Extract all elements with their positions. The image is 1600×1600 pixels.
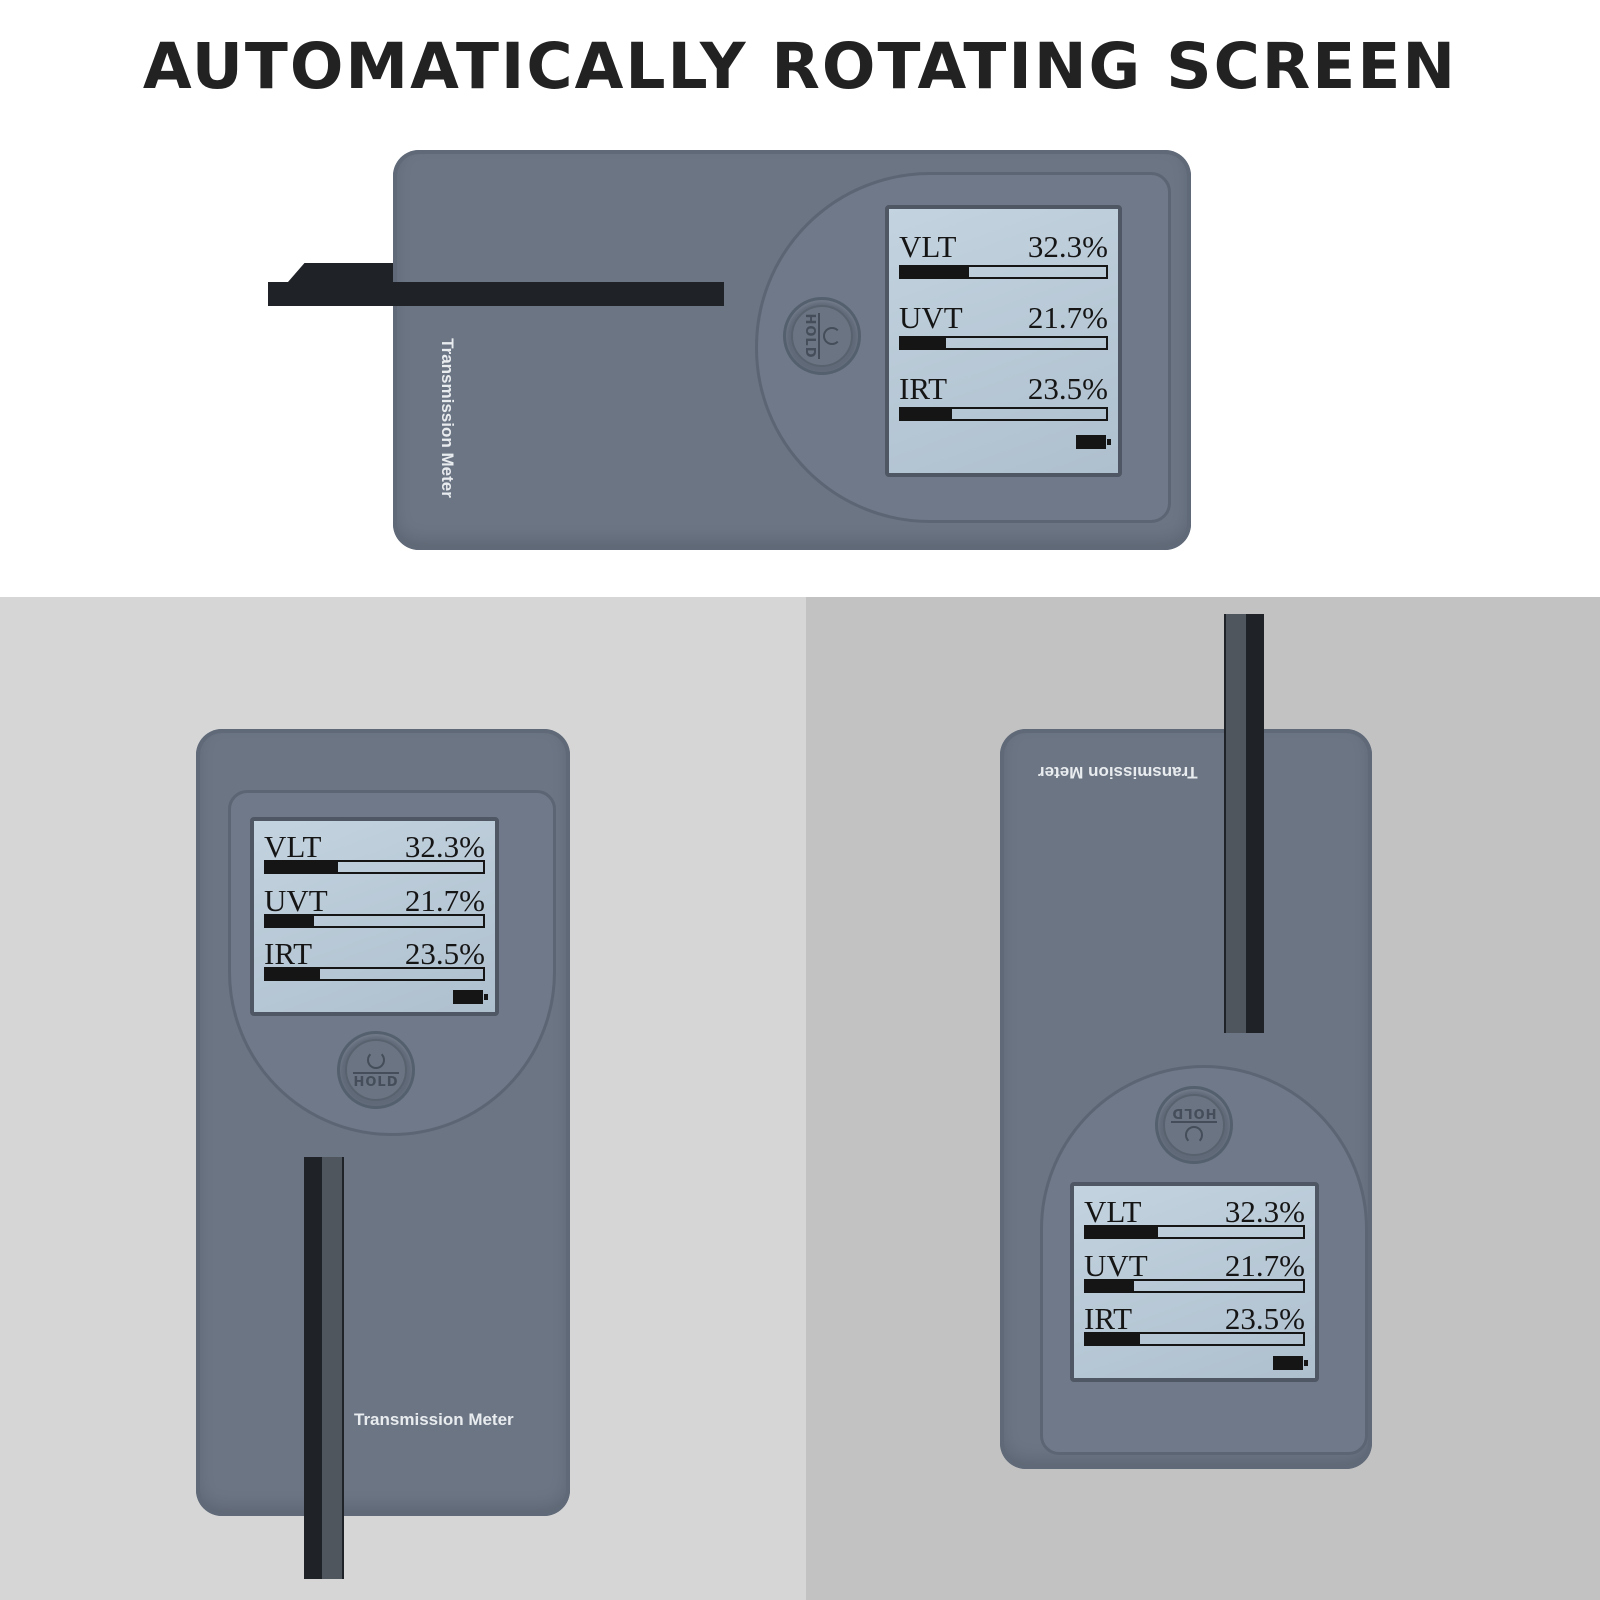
reading-label: VLT (899, 229, 957, 264)
reading-bar (264, 860, 485, 874)
reading-value: 23.5% (404, 936, 485, 971)
hold-power-button[interactable]: HOLD (1155, 1086, 1233, 1164)
power-icon (1185, 1126, 1203, 1145)
reading-bar-fill (266, 916, 314, 926)
reading-bar (264, 914, 485, 928)
reading-row-vlt: VLT 32.3% (264, 831, 485, 875)
battery-icon (453, 990, 488, 1004)
reading-bar-fill (266, 862, 338, 872)
reading-bar (1084, 1225, 1305, 1239)
page-headline: AUTOMATICALLY ROTATING SCREEN (142, 30, 1458, 103)
hold-power-button[interactable]: HOLD (337, 1031, 415, 1109)
reading-bar-fill (1086, 1334, 1141, 1344)
lcd-screen: VLT 32.3% UVT 21.7% IRT 23.5% (885, 205, 1122, 477)
reading-bar (899, 336, 1108, 350)
reading-row-vlt: VLT 32.3% (1084, 1196, 1305, 1240)
reading-value: 23.5% (1224, 1301, 1305, 1336)
power-icon (367, 1050, 385, 1069)
reading-label: IRT (264, 936, 313, 971)
reading-row-irt: IRT 23.5% (899, 373, 1108, 425)
reading-row-uvt: UVT 21.7% (264, 885, 485, 929)
reading-value: 21.7% (1224, 1248, 1305, 1283)
reading-bar-fill (1086, 1227, 1158, 1237)
brand-label: Transmission Meter (438, 338, 457, 498)
brand-label: Transmission Meter (354, 1410, 514, 1429)
reading-bar-fill (901, 338, 947, 348)
reading-label: VLT (264, 829, 322, 864)
reading-value: 21.7% (1027, 300, 1108, 335)
hold-label: HOLD (802, 313, 821, 359)
glass-sample-plate-edge (322, 1157, 342, 1579)
hold-label: HOLD (353, 1071, 399, 1090)
brand-label: Transmission Meter (1038, 763, 1198, 782)
glass-sample-plate-front (268, 282, 724, 306)
reading-label: IRT (1084, 1301, 1133, 1336)
reading-value: 23.5% (1027, 371, 1108, 406)
battery-icon (1273, 1356, 1308, 1370)
reading-bar-fill (266, 969, 321, 979)
reading-label: IRT (899, 371, 948, 406)
reading-value: 32.3% (1224, 1194, 1305, 1229)
reading-bar-fill (1086, 1281, 1134, 1291)
reading-value: 32.3% (1027, 229, 1108, 264)
reading-bar (264, 967, 485, 981)
reading-row-irt: IRT 23.5% (1084, 1303, 1305, 1347)
reading-row-uvt: UVT 21.7% (1084, 1250, 1305, 1294)
reading-label: VLT (1084, 1194, 1142, 1229)
reading-label: UVT (1084, 1248, 1148, 1283)
reading-bar (1084, 1279, 1305, 1293)
reading-row-uvt: UVT 21.7% (899, 302, 1108, 354)
power-icon (823, 327, 842, 345)
battery-icon (1076, 435, 1111, 449)
reading-bar-fill (901, 267, 969, 277)
reading-bar (1084, 1332, 1305, 1346)
lcd-screen: VLT 32.3% UVT 21.7% IRT 23.5% (250, 817, 499, 1016)
reading-row-irt: IRT 23.5% (264, 938, 485, 982)
reading-value: 21.7% (404, 883, 485, 918)
reading-row-vlt: VLT 32.3% (899, 231, 1108, 283)
lcd-screen: VLT 32.3% UVT 21.7% IRT 23.5% (1070, 1182, 1319, 1382)
hold-power-button-face: HOLD (345, 1039, 407, 1101)
reading-bar (899, 265, 1108, 279)
reading-label: UVT (899, 300, 963, 335)
hold-power-button-face: HOLD (791, 305, 853, 367)
reading-bar-fill (901, 409, 953, 419)
reading-bar (899, 407, 1108, 421)
glass-sample-plate-edge (1226, 614, 1246, 1033)
hold-label: HOLD (1171, 1105, 1217, 1124)
reading-value: 32.3% (404, 829, 485, 864)
reading-label: UVT (264, 883, 328, 918)
hold-power-button-face: HOLD (1163, 1094, 1225, 1156)
hold-power-button[interactable]: HOLD (783, 297, 861, 375)
